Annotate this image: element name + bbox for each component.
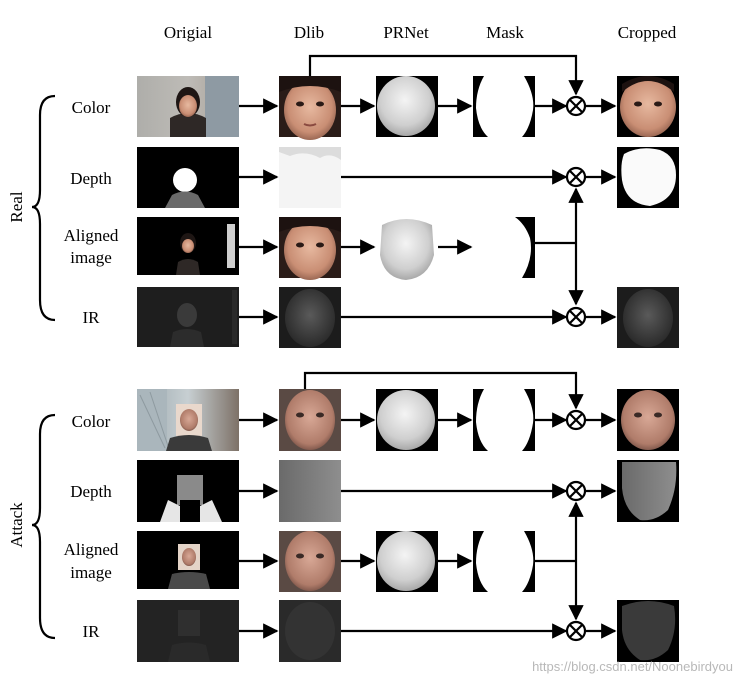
multiply-icon-attack-ir xyxy=(565,620,587,642)
group-label-attack: Attack xyxy=(7,502,26,548)
brace-attack xyxy=(31,413,56,640)
group-label-real: Real xyxy=(7,191,26,222)
attack-aligned-original-image xyxy=(137,531,239,589)
header-cropped: Cropped xyxy=(618,23,677,42)
real-aligned-original-image xyxy=(137,217,239,275)
row-label-real-depth: Depth xyxy=(70,169,112,188)
attack-ir-original-image xyxy=(137,600,239,662)
header-prnet: PRNet xyxy=(383,23,429,42)
attack-color-mask-image xyxy=(473,389,535,451)
header-dlib: Dlib xyxy=(294,23,324,42)
real-aligned-mask-image xyxy=(473,217,535,278)
real-ir-cropped-image xyxy=(617,287,679,348)
attack-depth-dlib-image xyxy=(279,460,341,522)
attack-color-prnet-image xyxy=(376,389,438,451)
real-color-original-image xyxy=(137,76,239,137)
real-color-dlib-image xyxy=(279,76,341,140)
attack-depth-original-image xyxy=(137,460,239,522)
multiply-icon-real-depth xyxy=(565,166,587,188)
brace-real xyxy=(31,94,56,322)
attack-depth-cropped-image xyxy=(617,460,679,522)
real-depth-dlib-image xyxy=(279,147,341,208)
real-aligned-dlib-image xyxy=(279,217,341,280)
real-color-cropped-image xyxy=(617,76,679,137)
attack-color-cropped-image xyxy=(617,389,679,451)
real-ir-dlib-image xyxy=(279,287,341,348)
header-mask: Mask xyxy=(486,23,524,42)
multiply-icon-attack-depth xyxy=(565,480,587,502)
row-label-real-color: Color xyxy=(72,98,111,117)
watermark: https://blog.csdn.net/Noonebirdyou xyxy=(532,659,733,674)
attack-aligned-dlib-image xyxy=(279,531,341,592)
row-label-attack-ir: IR xyxy=(83,622,101,641)
multiply-icon-attack-color xyxy=(565,409,587,431)
real-ir-original-image xyxy=(137,287,239,347)
attack-ir-dlib-image xyxy=(279,600,341,662)
row-label-real-aligned-1: Aligned xyxy=(64,226,119,245)
real-depth-cropped-image xyxy=(617,147,679,208)
row-label-attack-color: Color xyxy=(72,412,111,431)
row-label-real-ir: IR xyxy=(83,308,101,327)
real-color-mask-image xyxy=(473,76,535,137)
attack-connectors xyxy=(239,371,617,639)
attack-color-original-image xyxy=(137,389,239,451)
multiply-icon-real-color xyxy=(565,95,587,117)
row-label-attack-depth: Depth xyxy=(70,482,112,501)
multiply-icon-real-ir xyxy=(565,306,587,328)
row-label-attack-aligned-2: image xyxy=(70,563,112,582)
real-color-prnet-image xyxy=(376,76,438,137)
attack-ir-cropped-image xyxy=(617,600,679,662)
row-label-attack-aligned-1: Aligned xyxy=(64,540,119,559)
real-aligned-prnet-image xyxy=(376,217,438,280)
attack-aligned-mask-image xyxy=(473,531,535,592)
real-depth-original-image xyxy=(137,147,239,208)
header-original: Origial xyxy=(164,23,212,42)
real-connectors xyxy=(239,54,617,325)
attack-color-dlib-image xyxy=(279,389,341,451)
attack-aligned-prnet-image xyxy=(376,531,438,592)
row-label-real-aligned-2: image xyxy=(70,248,112,267)
